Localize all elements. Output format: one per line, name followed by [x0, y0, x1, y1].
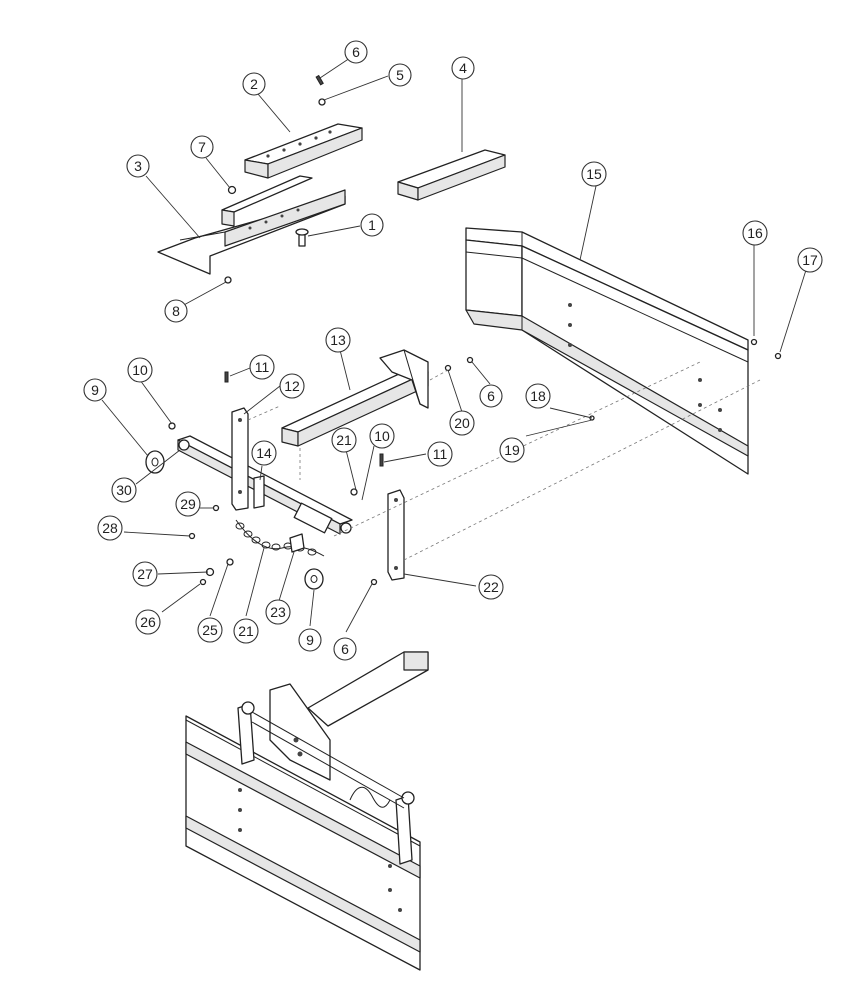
- callout-11-left: 11: [249, 354, 275, 380]
- callout-17: 17: [797, 247, 823, 273]
- callout-2: 2: [242, 72, 266, 96]
- callout-9-left: 9: [83, 378, 107, 402]
- callout-4-label: 4: [459, 60, 467, 76]
- assembled-view: [185, 651, 429, 971]
- callout-28-label: 28: [102, 520, 118, 536]
- callout-21-top-label: 21: [336, 432, 352, 448]
- callout-13: 13: [325, 327, 351, 353]
- callout-10-left-label: 10: [132, 362, 148, 378]
- callout-3: 3: [126, 154, 150, 178]
- part-9-washers: [145, 450, 324, 590]
- callout-6-top: 6: [344, 40, 368, 64]
- callout-8-label: 8: [172, 303, 180, 319]
- callout-25-label: 25: [202, 622, 218, 638]
- callout-17-label: 17: [802, 252, 818, 268]
- callout-19-label: 19: [504, 442, 520, 458]
- callout-29-label: 29: [180, 496, 196, 512]
- callout-9-left-label: 9: [91, 382, 99, 398]
- callout-7-label: 7: [198, 139, 206, 155]
- callout-6-right-label: 6: [487, 388, 495, 404]
- callout-11-right-label: 11: [433, 446, 448, 462]
- callout-14-label: 14: [256, 445, 272, 461]
- callout-25: 25: [197, 617, 223, 643]
- callout-9-right-label: 9: [306, 632, 314, 648]
- callout-21-bottom-label: 21: [238, 623, 254, 639]
- callout-27-label: 27: [137, 566, 153, 582]
- callout-6-top-label: 6: [352, 44, 360, 60]
- callout-10-right-label: 10: [374, 428, 390, 444]
- callout-23-label: 23: [270, 604, 286, 620]
- callout-20-label: 20: [454, 415, 470, 431]
- callout-26-label: 26: [140, 614, 156, 630]
- callout-22: 22: [478, 574, 504, 600]
- fastener-items-top: [224, 74, 326, 284]
- callout-6-bottom-label: 6: [341, 641, 349, 657]
- part-12-arm: [231, 407, 249, 511]
- callout-7: 7: [190, 135, 214, 159]
- callout-8: 8: [164, 299, 188, 323]
- callout-23: 23: [265, 599, 291, 625]
- callout-9-right: 9: [298, 628, 322, 652]
- callout-21-bottom: 21: [233, 618, 259, 644]
- callout-15: 15: [581, 161, 607, 187]
- part-22-arm: [387, 489, 405, 581]
- part-3-mount-plate: [157, 175, 346, 275]
- part-21-chain: [235, 519, 325, 557]
- callout-1-label: 1: [368, 217, 376, 233]
- callout-11-right: 11: [427, 441, 453, 467]
- assembly-guide-lines: [247, 361, 761, 561]
- callout-3-label: 3: [134, 158, 142, 174]
- callout-29: 29: [175, 491, 201, 517]
- part-2-channel-bracket: [244, 123, 363, 179]
- callout-14: 14: [251, 440, 277, 466]
- callout-5-label: 5: [396, 67, 404, 83]
- callout-leaders: [101, 57, 807, 633]
- callout-28: 28: [97, 515, 123, 541]
- callout-10-left: 10: [127, 357, 153, 383]
- callout-1: 1: [360, 213, 384, 237]
- callout-18: 18: [525, 383, 551, 409]
- callout-16: 16: [742, 220, 768, 246]
- part-13-frame-arm: [281, 349, 429, 447]
- callout-16-label: 16: [747, 225, 763, 241]
- fastener-items-mid: [168, 338, 782, 586]
- callout-5: 5: [388, 63, 412, 87]
- callout-4: 4: [451, 56, 475, 80]
- callout-30-label: 30: [116, 482, 132, 498]
- callout-22-label: 22: [483, 579, 499, 595]
- callout-15-label: 15: [586, 166, 602, 182]
- callout-19: 19: [499, 437, 525, 463]
- callout-6-right: 6: [479, 384, 503, 408]
- callout-20: 20: [449, 410, 475, 436]
- part-4-square-tube: [397, 149, 506, 201]
- part-15-blade: [465, 227, 749, 475]
- part-14-bracket: [253, 475, 265, 509]
- callout-27: 27: [132, 561, 158, 587]
- callout-18-label: 18: [530, 388, 546, 404]
- callout-6-bottom: 6: [333, 637, 357, 661]
- callout-10-right: 10: [369, 423, 395, 449]
- callout-12: 12: [279, 373, 305, 399]
- callout-2-label: 2: [250, 76, 258, 92]
- callout-13-label: 13: [330, 332, 346, 348]
- callout-30: 30: [111, 477, 137, 503]
- callout-26: 26: [135, 609, 161, 635]
- callout-11-left-label: 11: [255, 359, 270, 375]
- callout-21-top: 21: [331, 427, 357, 453]
- callout-12-label: 12: [284, 378, 300, 394]
